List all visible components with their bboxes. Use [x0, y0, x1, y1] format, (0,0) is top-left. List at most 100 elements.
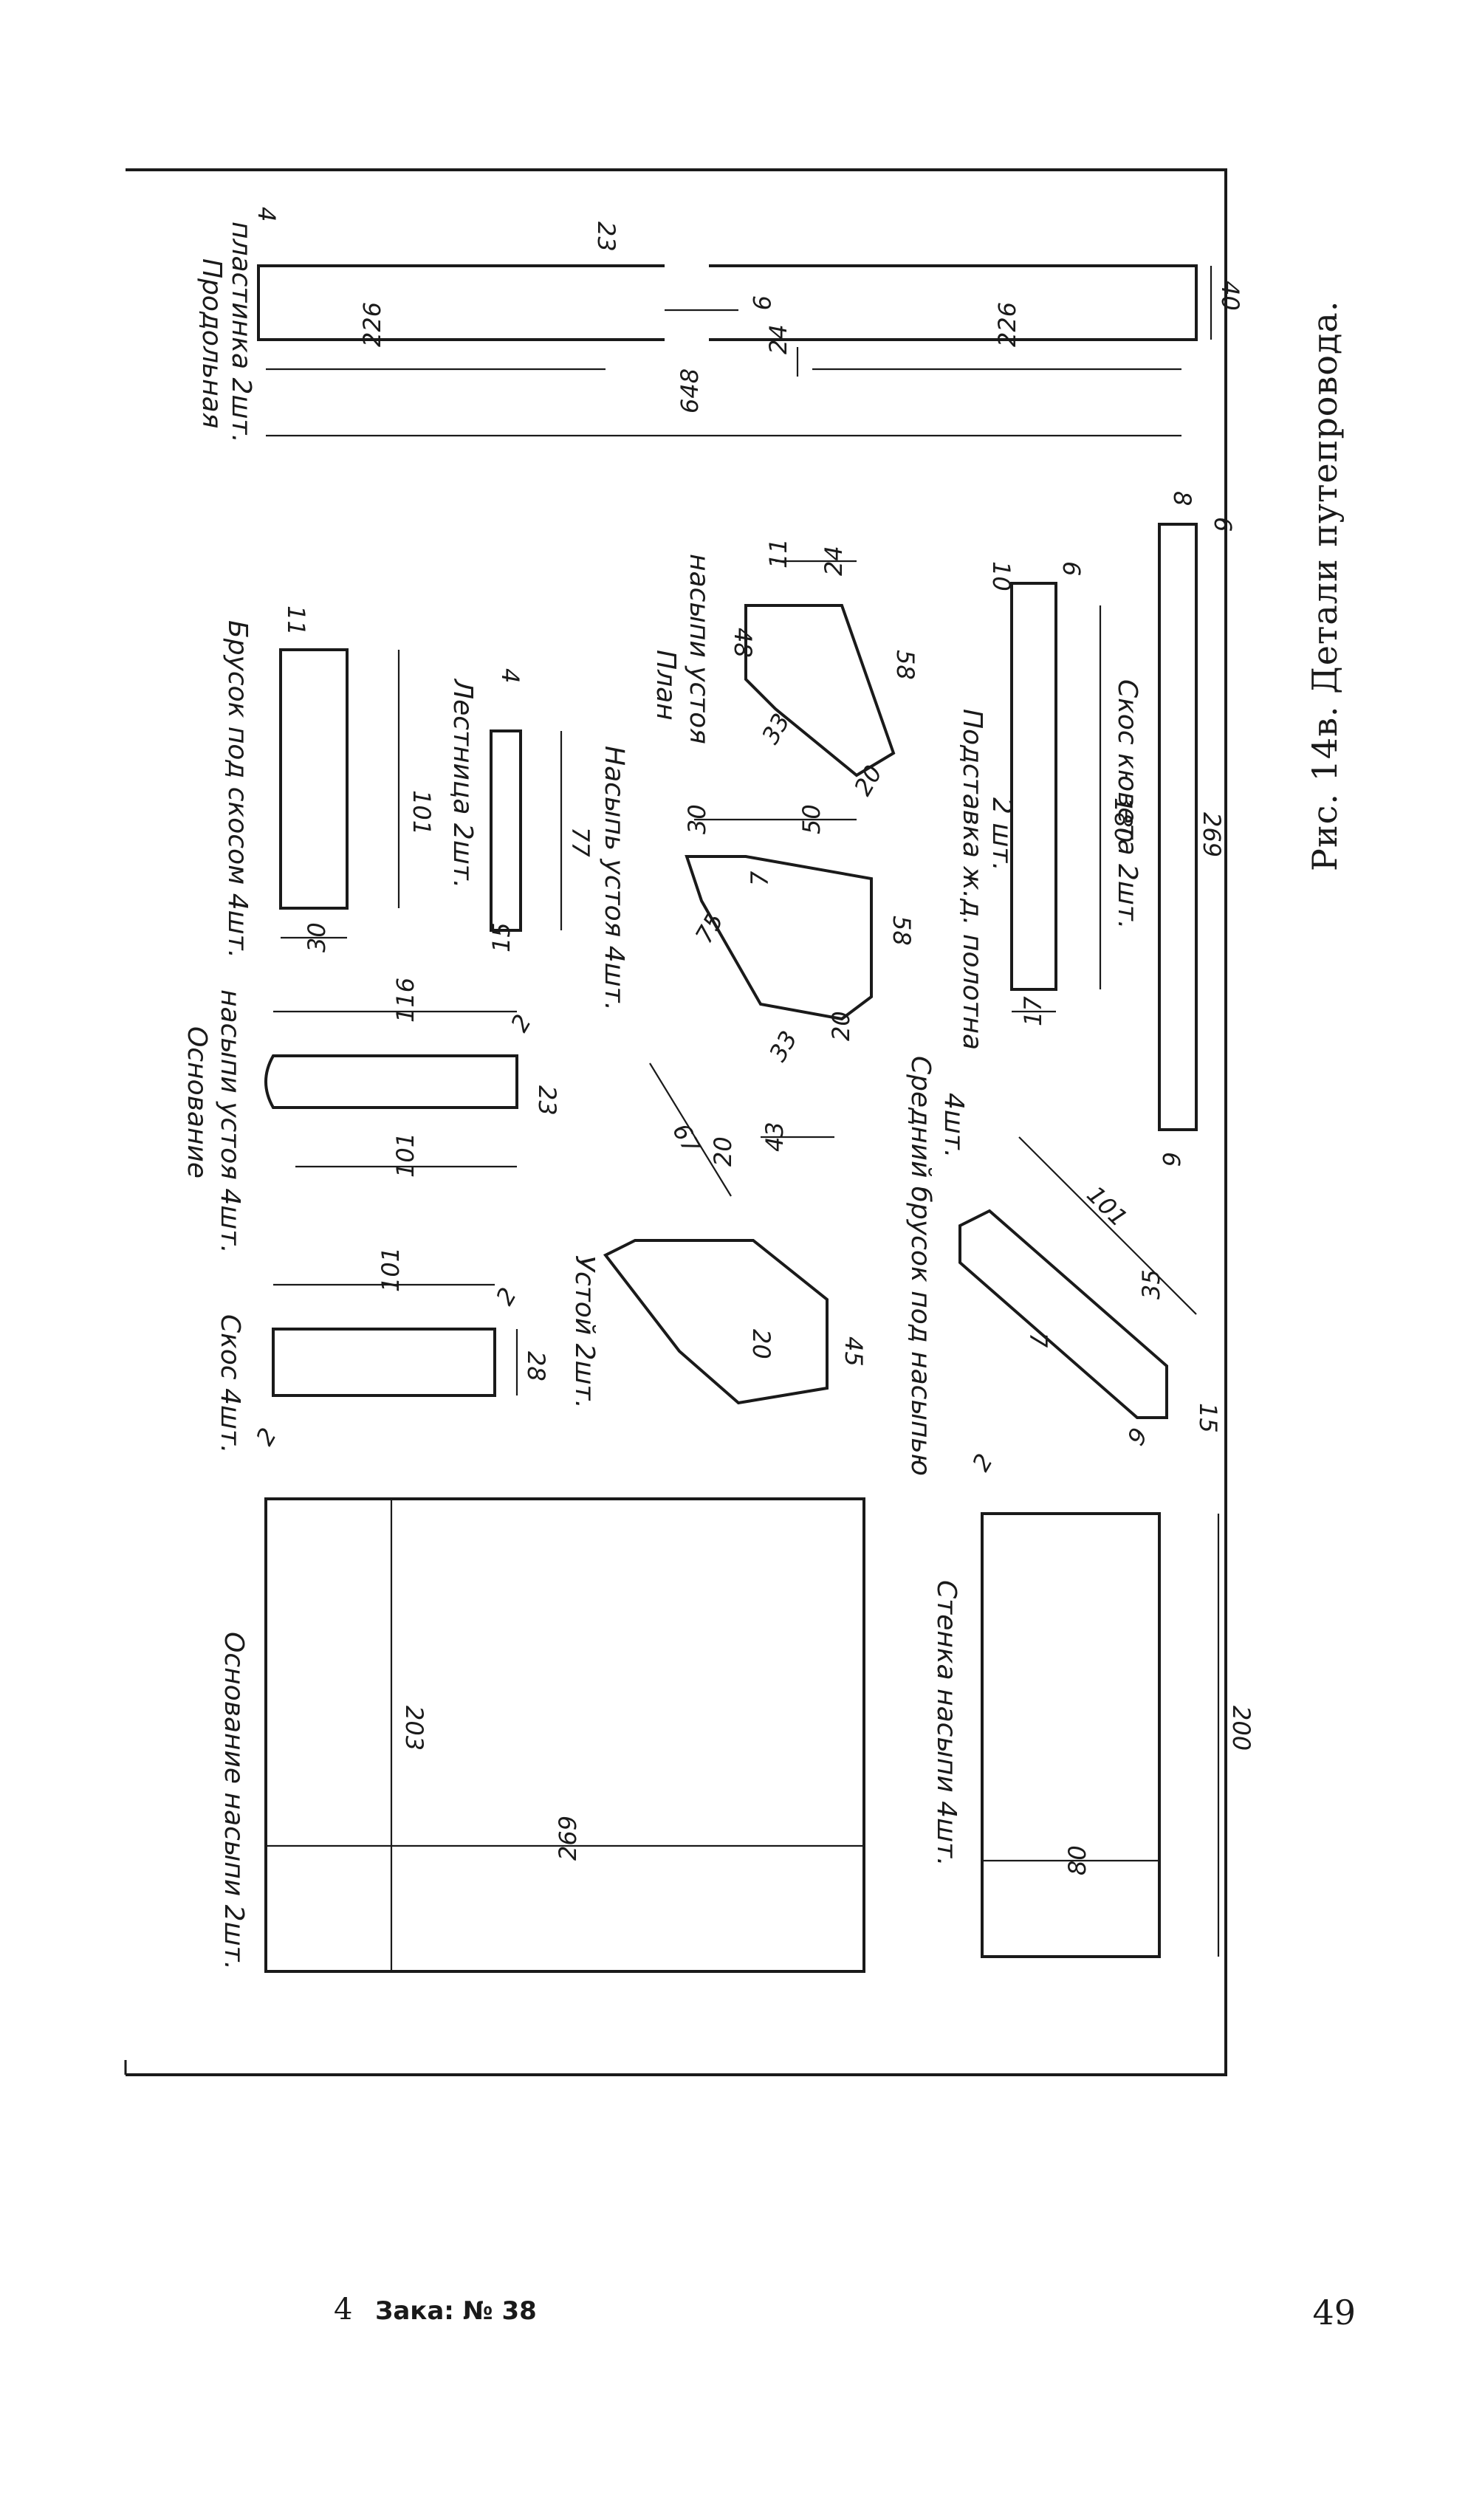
embankment-base-dim-203: 203	[400, 1706, 428, 1751]
middle-bar-dim-101: 101	[1081, 1181, 1133, 1232]
middle-bar	[958, 1136, 1197, 1419]
ladder-label: Лестница 2шт.	[447, 678, 478, 888]
rail-track-support-label-1: Подставка ж.д. полотна	[957, 709, 987, 1050]
ladder-dim-15: 15	[487, 922, 515, 952]
abutment-embankment-dim-58: 58	[888, 916, 916, 946]
rail-track-support-dim-6: 6	[1057, 561, 1085, 576]
longitudinal-plate-dim-226a: 226	[358, 302, 386, 347]
abutment-embankment-label: Насыпь устоя 4шт.	[599, 746, 629, 1011]
abutment-embankment-dim-30: 30	[683, 804, 711, 834]
page-number: 49	[1312, 2293, 1356, 2332]
ditch-bevel	[1158, 523, 1227, 1131]
embankment-plan-dim-48: 48	[729, 628, 757, 658]
part-outline	[490, 729, 522, 932]
part-outline	[272, 1328, 496, 1397]
part-outline	[1158, 523, 1198, 1131]
longitudinal-plate-dim-226b: 226	[993, 302, 1021, 347]
abutment-dim-20b: 20	[747, 1329, 775, 1359]
bevel-bar-dim-11: 11	[282, 605, 310, 636]
bevel-bar	[279, 648, 400, 939]
bevel-dim-2: 2	[490, 1283, 522, 1310]
longitudinal-plate-dim-40: 40	[1216, 281, 1244, 311]
rail-track-support-dim-10: 10	[987, 561, 1015, 591]
abutment-embankment-base-label-2: насыпи устоя 4шт.	[215, 989, 245, 1254]
dimension-line	[649, 1062, 732, 1197]
embankment-wall	[981, 1512, 1220, 1958]
middle-bar-label-1: Средний брусок под насыпью	[905, 1056, 936, 1476]
bevel-bar-dim-101: 101	[408, 790, 436, 835]
abutment-embankment-dim-7: 7	[746, 871, 774, 886]
part-outline	[1010, 582, 1057, 991]
bevel	[272, 1283, 518, 1397]
bevel-label: Скос 4шт.	[215, 1314, 245, 1453]
part-outline	[264, 1054, 518, 1109]
abutment-embankment-base	[264, 1010, 518, 1168]
part-outline	[981, 1512, 1161, 1958]
longitudinal-plate-label-1: Продольная	[196, 258, 227, 428]
ladder-dim-77: 77	[566, 827, 594, 857]
embankment-wall-dim-80: 80	[1063, 1845, 1091, 1875]
abutment-embankment-dim-20: 20	[827, 1011, 855, 1041]
longitudinal-plate-label-2: пластинка 2шт.	[226, 222, 256, 443]
embankment-wall-label: Стенка насыпи 4шт.	[931, 1580, 961, 1867]
embankment-plan-dim-24: 24	[820, 546, 848, 576]
embankment-base-dim-269: 269	[554, 1816, 582, 1861]
ladder-dim-4: 4	[496, 668, 524, 683]
bevel-dim-101: 101	[377, 1247, 405, 1292]
embankment-plan	[744, 560, 896, 777]
rail-track-support-dim-180: 180	[1109, 797, 1137, 842]
abutment-embankment-base-dim-101: 101	[391, 1133, 419, 1178]
rail-track-support-dim-17: 17	[1019, 996, 1047, 1026]
abutment-embankment-dim-33: 33	[764, 1026, 803, 1066]
rail-track-support	[1010, 582, 1102, 1013]
embankment-plan-label-1: План	[651, 650, 681, 721]
middle-bar-dim-7: 7	[1024, 1333, 1052, 1348]
abutment-dim-20a: 20	[709, 1136, 737, 1167]
longitudinal-plate-dim-24: 24	[764, 324, 792, 354]
part-outline	[257, 264, 1198, 341]
order-number: Зака: № 38	[375, 2296, 537, 2326]
embankment-base-dim-2: 2	[250, 1423, 282, 1450]
embankment-wall-dim-200: 200	[1227, 1706, 1255, 1751]
longitudinal-plate-dim-648: 648	[676, 368, 704, 413]
abutment-dim-43: 43	[761, 1122, 789, 1152]
middle-bar-label-2: 4шт.	[939, 1093, 969, 1158]
signature-mark: 4	[334, 2293, 353, 2327]
part-outline	[958, 1209, 1168, 1419]
longitudinal-plate-dim-9: 9	[747, 295, 775, 310]
bevel-bar-dim-30: 30	[303, 922, 331, 952]
abutment-embankment-base-dim-2: 2	[505, 1009, 537, 1037]
part-outline	[685, 855, 873, 1021]
embankment-base-label: Основание насыпи 2шт.	[219, 1632, 249, 1970]
part-outline	[603, 1239, 829, 1405]
longitudinal-plate-dim-23: 23	[592, 222, 620, 252]
part-outline	[665, 258, 709, 347]
bevel-dim-28: 28	[522, 1351, 550, 1381]
ditch-bevel-label: Скос кювета 2шт.	[1112, 679, 1142, 929]
abutment-embankment-base-dim-23: 23	[533, 1085, 561, 1116]
longitudinal-plate	[257, 258, 1213, 437]
part-outline	[264, 1497, 865, 1973]
abutment-dim-45: 45	[840, 1336, 868, 1367]
middle-bar-dim-15: 15	[1194, 1403, 1222, 1433]
middle-bar-dim-35: 35	[1137, 1269, 1165, 1300]
ladder	[490, 729, 563, 932]
longitudinal-plate-dim-4: 4	[253, 207, 281, 222]
abutment-label: Устой 2шт.	[569, 1255, 600, 1409]
embankment-base	[264, 1497, 865, 1973]
embankment-plan-dim-58: 58	[891, 650, 919, 680]
embankment-wall-dim-2: 2	[967, 1449, 998, 1476]
abutment	[603, 1062, 834, 1405]
figure-caption: Рис. 14в. Детали путепровода.	[1305, 301, 1345, 871]
abutment-embankment-base-dim-116: 116	[391, 978, 419, 1023]
dimension-line	[1018, 1136, 1197, 1315]
abutment-embankment-base-label-1: Основание	[182, 1026, 212, 1178]
middle-bar-dim-9: 9	[1122, 1423, 1153, 1450]
abutment-dim-67: 67	[667, 1119, 707, 1159]
part-outline	[279, 648, 349, 910]
embankment-plan-dim-11: 11	[764, 538, 792, 569]
abutment-embankment-dim-50: 50	[798, 804, 826, 834]
ditch-bevel-dim-6a: 6	[1209, 517, 1237, 532]
ditch-bevel-dim-269: 269	[1198, 812, 1226, 857]
ditch-bevel-dim-6b: 6	[1157, 1152, 1185, 1167]
